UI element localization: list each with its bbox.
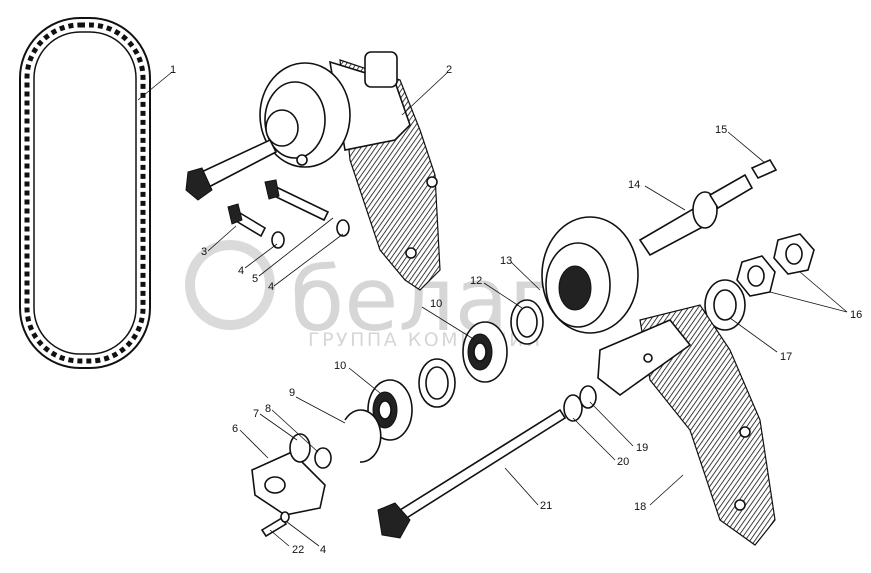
callout-19: 19 — [636, 442, 648, 454]
callout-5: 5 — [252, 273, 258, 285]
bearings-and-hub-10-12-13 — [367, 216, 639, 441]
callout-4c: 4 — [320, 544, 326, 556]
callout-14: 14 — [628, 179, 640, 191]
callout-9: 9 — [289, 387, 295, 399]
belt-part-1 — [19, 17, 151, 369]
callout-13: 13 — [500, 255, 512, 267]
callout-3: 3 — [201, 246, 207, 258]
callout-21: 21 — [540, 500, 552, 512]
upper-bracket-part-2 — [185, 51, 441, 291]
callout-labels: 1 2 3 4 5 4 6 7 8 9 10 10 12 13 14 15 16… — [170, 64, 862, 556]
callout-10b: 10 — [334, 360, 346, 372]
callout-17: 17 — [780, 351, 792, 363]
lower-bracket-part-18 — [597, 304, 776, 546]
leader-lines — [137, 71, 848, 547]
callout-12: 12 — [470, 275, 482, 287]
callout-20: 20 — [617, 456, 629, 468]
callout-18: 18 — [634, 501, 646, 513]
callout-4a: 4 — [238, 265, 244, 277]
callout-22: 22 — [292, 544, 304, 556]
bolts-and-washers-3-4-5 — [227, 179, 350, 249]
watermark-logo-ring — [185, 240, 275, 330]
callout-7: 7 — [253, 408, 259, 420]
callout-1: 1 — [170, 64, 176, 76]
callout-15: 15 — [715, 124, 727, 136]
cover-and-seals-6-7-8-9-22 — [251, 409, 382, 538]
callout-10a: 10 — [430, 298, 442, 310]
callout-16: 16 — [850, 309, 862, 321]
tension-bolt-19-20-21 — [377, 385, 597, 539]
nuts-and-washer-16-17 — [704, 233, 815, 331]
axle-part-14-and-nipple-15 — [638, 158, 778, 257]
callout-6: 6 — [232, 423, 238, 435]
callout-4b: 4 — [268, 281, 274, 293]
callout-2: 2 — [446, 64, 452, 76]
callout-8: 8 — [265, 403, 271, 415]
